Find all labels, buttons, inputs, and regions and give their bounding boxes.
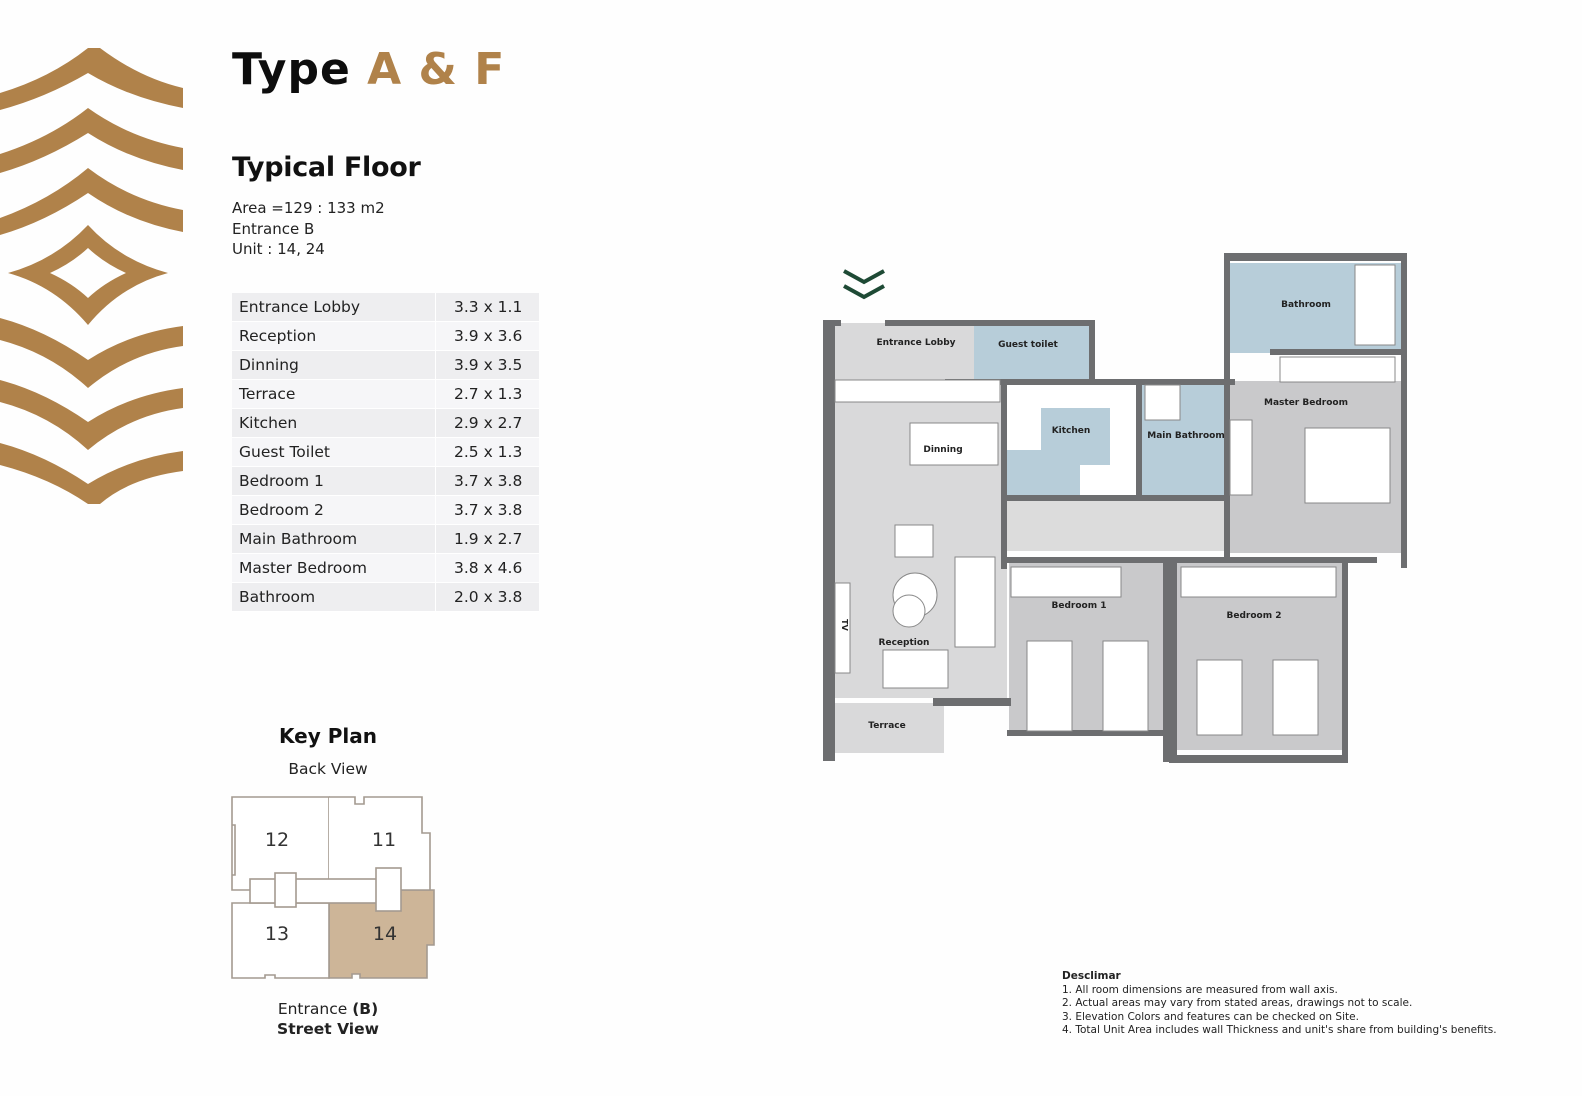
disclaimer-item: 1. All room dimensions are measured from… <box>1062 983 1338 996</box>
disclaimer-item: 3. Elevation Colors and features can be … <box>1062 1010 1359 1023</box>
room-dim: 2.9 x 2.7 <box>435 408 539 438</box>
room-dim: 2.5 x 1.3 <box>435 437 539 467</box>
room-dim: 3.7 x 3.8 <box>435 495 539 525</box>
disclaimer: Desclimar 1. All room dimensions are mea… <box>1062 970 1497 1038</box>
key-plan-entrance: Entrance (B) Street View <box>232 999 424 1039</box>
room-dim: 3.8 x 4.6 <box>435 553 539 583</box>
label-kitchen: Kitchen <box>1052 426 1091 436</box>
room-name: Bedroom 2 <box>232 495 436 525</box>
unit-meta: Area =129 : 133 m2 Entrance B Unit : 14,… <box>232 198 385 260</box>
room-dim: 1.9 x 2.7 <box>435 524 539 554</box>
room-name: Terrace <box>232 379 436 409</box>
title-accent: A & F <box>367 44 506 95</box>
key-unit-13: 13 <box>265 923 289 945</box>
room-name: Bedroom 1 <box>232 466 436 496</box>
street-view-label: Street View <box>277 1020 379 1038</box>
disclaimer-item: 2. Actual areas may vary from stated are… <box>1062 997 1413 1009</box>
key-unit-12: 12 <box>265 829 289 851</box>
room-dim: 3.9 x 3.5 <box>435 350 539 380</box>
room-name: Master Bedroom <box>232 553 436 583</box>
key-unit-11: 11 <box>372 829 396 851</box>
label-bedroom-1: Bedroom 1 <box>1052 601 1107 611</box>
key-plan-back-view: Back View <box>288 760 368 778</box>
room-name: Reception <box>232 321 436 351</box>
room-name: Main Bathroom <box>232 524 436 554</box>
label-terrace: Terrace <box>868 721 905 731</box>
double-chevron-down-icon <box>843 269 885 300</box>
entrance-label: Entrance <box>277 1000 353 1018</box>
room-dim: 3.3 x 1.1 <box>435 293 539 322</box>
label-entrance-lobby: Entrance Lobby <box>876 338 955 348</box>
decorative-chevron-pattern <box>0 48 183 504</box>
key-plan-diagram: 12 11 13 14 <box>231 796 435 979</box>
entrance-code: (B) <box>352 1000 379 1018</box>
disclaimer-heading: Desclimar <box>1062 970 1121 982</box>
label-guest-toilet: Guest toilet <box>998 340 1058 350</box>
key-plan-title: Key Plan <box>279 724 377 748</box>
floor-subtitle: Typical Floor <box>232 152 421 183</box>
disclaimer-item: 4. Total Unit Area includes wall Thickne… <box>1062 1024 1497 1036</box>
label-bedroom-2: Bedroom 2 <box>1227 611 1282 621</box>
area-text: Area =129 : 133 m2 <box>232 199 385 217</box>
room-name: Kitchen <box>232 408 436 438</box>
room-name: Guest Toilet <box>232 437 436 467</box>
room-dim: 3.9 x 3.6 <box>435 321 539 351</box>
room-dim: 3.7 x 3.8 <box>435 466 539 496</box>
room-name: Dinning <box>232 350 436 380</box>
room-dim: 2.0 x 3.8 <box>435 582 539 612</box>
page-title: Type A & F <box>232 44 505 96</box>
label-tv: TV <box>840 619 849 631</box>
room-dim: 2.7 x 1.3 <box>435 379 539 409</box>
unit-text: Unit : 14, 24 <box>232 240 325 258</box>
room-name: Entrance Lobby <box>232 293 436 322</box>
room-name: Bathroom <box>232 582 436 612</box>
label-main-bathroom: Main Bathroom <box>1147 431 1224 441</box>
key-unit-14: 14 <box>373 923 397 945</box>
label-bathroom: Bathroom <box>1281 300 1331 310</box>
label-reception: Reception <box>879 638 930 648</box>
label-dinning: Dinning <box>923 445 962 455</box>
title-prefix: Type <box>232 44 351 95</box>
entrance-text: Entrance B <box>232 219 315 238</box>
key-unit-14-shape <box>328 889 435 979</box>
floor-plan: Entrance Lobby Guest toilet Bathroom Kit… <box>823 253 1407 763</box>
label-master-bedroom: Master Bedroom <box>1264 398 1348 408</box>
